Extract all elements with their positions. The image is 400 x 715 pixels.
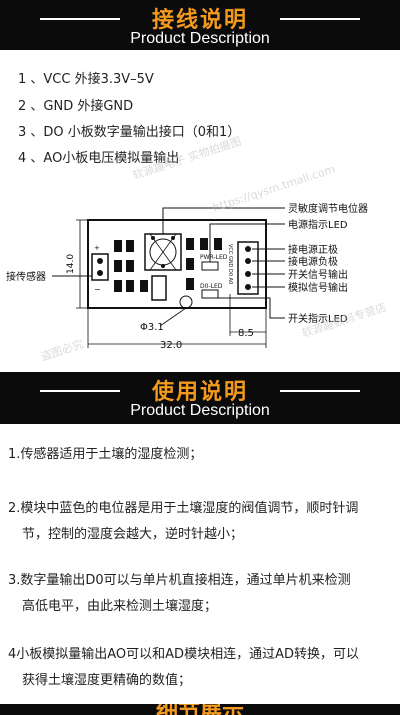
wiring-item-3: 3 、DO 小板数字量输出接口（0和1） (18, 125, 241, 140)
section-subtitle: Product Description (130, 30, 270, 47)
ic-chip (151, 275, 167, 301)
usage-line: 3.数字量输出D0可以与单片机直接相连，通过单片机来检测 (8, 573, 351, 588)
usage-line: 获得土壤湿度更精确的数值； (22, 673, 192, 688)
label-pot: 灵敏度调节电位器 (288, 202, 368, 215)
smd-7 (140, 280, 148, 292)
smd-3 (114, 260, 122, 272)
dim-width: 32.0 (160, 340, 182, 351)
usage-item-4: 4小板模拟量输出AO可以和AD模块相连，通过AD转换，可以 获得土壤湿度更精确的… (8, 642, 396, 694)
usage-item-1: 1.传感器适用于土壤的湿度检测； (8, 442, 396, 468)
pin-vcc (245, 246, 251, 252)
power-led (201, 261, 219, 271)
dim-hole: Φ3.1 (140, 322, 164, 333)
silk-pwr-led: PWR-LED (200, 254, 228, 261)
module-diagram: + − PWR-LED D0-LED VCC GND D0 A0 灵敏度调节电位… (6, 202, 368, 351)
smd-9 (186, 258, 194, 270)
dim-height: 14.0 (66, 254, 76, 274)
pin-ao (245, 284, 251, 290)
label-ao: 模拟信号输出 (288, 281, 348, 294)
usage-line: 4小板模拟量输出AO可以和AD模块相连，通过AD转换，可以 (8, 647, 359, 662)
usage-line: 2.模块中蓝色的电位器是用于土壤湿度的阀值调节，顺时针调 (8, 501, 359, 516)
usage-line: 高低电平，由此来检测土壤湿度； (22, 599, 218, 614)
silk-d0-led: D0-LED (200, 283, 223, 290)
label-switch-led: 开关指示LED (288, 312, 348, 325)
label-gnd: 接电源负极 (288, 255, 338, 268)
banner-line-left (40, 390, 120, 392)
label-power-led: 电源指示LED (288, 218, 348, 231)
smd-2 (126, 240, 134, 252)
wiring-item-2: 2 、GND 外接GND (18, 99, 134, 114)
banner-line-right (280, 390, 360, 392)
smd-12 (214, 238, 222, 250)
usage-item-2: 2.模块中蓝色的电位器是用于土壤湿度的阀值调节，顺时针调 节，控制的湿度会越大，… (8, 496, 396, 548)
dim-pin-pitch: 8.5 (238, 328, 254, 339)
silk-pins: VCC GND D0 A0 (227, 244, 233, 284)
usage-item-3: 3.数字量输出D0可以与单片机直接相连，通过单片机来检测 高低电平，由此来检测土… (8, 568, 396, 620)
mount-hole (179, 295, 193, 309)
label-sensor: 接传感器 (6, 270, 46, 283)
sensor-header (91, 253, 109, 281)
section-banner-details: 细节展示 (0, 704, 400, 715)
smd-4 (126, 260, 134, 272)
smd-5 (114, 280, 122, 292)
banner-line-left (40, 18, 120, 20)
smd-11 (200, 238, 208, 250)
pin-gnd (245, 258, 251, 264)
sensor-pin-1 (97, 258, 103, 264)
sensor-pin-2 (97, 270, 103, 276)
sensor-plus: + (94, 244, 100, 252)
banner-line-right (280, 18, 360, 20)
section-banner-wiring: 接线说明 Product Description (0, 0, 400, 50)
usage-line: 1.传感器适用于土壤的湿度检测； (8, 447, 203, 462)
section-banner-usage: 使用说明 Product Description (0, 372, 400, 424)
pin-do (245, 271, 251, 277)
section-title: 接线说明 (151, 8, 248, 33)
usage-line: 节，控制的湿度会越大，逆时针越小； (22, 527, 244, 542)
wiring-item-1: 1 、VCC 外接3.3V–5V (18, 72, 154, 87)
wiring-item-4: 4 、AO小板电压模拟量输出 (18, 151, 180, 166)
switch-led (201, 289, 219, 299)
output-header (237, 241, 259, 295)
sensor-minus: − (94, 285, 101, 294)
section-subtitle: Product Description (130, 402, 270, 419)
smd-8 (186, 238, 194, 250)
section-title: 使用说明 (151, 380, 248, 405)
label-vcc: 接电源正极 (288, 243, 338, 256)
section-title: 细节展示 (0, 704, 400, 715)
pcb-outline (87, 219, 267, 309)
smd-1 (114, 240, 122, 252)
smd-10 (186, 278, 194, 290)
smd-6 (126, 280, 134, 292)
label-do: 开关信号输出 (288, 268, 348, 281)
